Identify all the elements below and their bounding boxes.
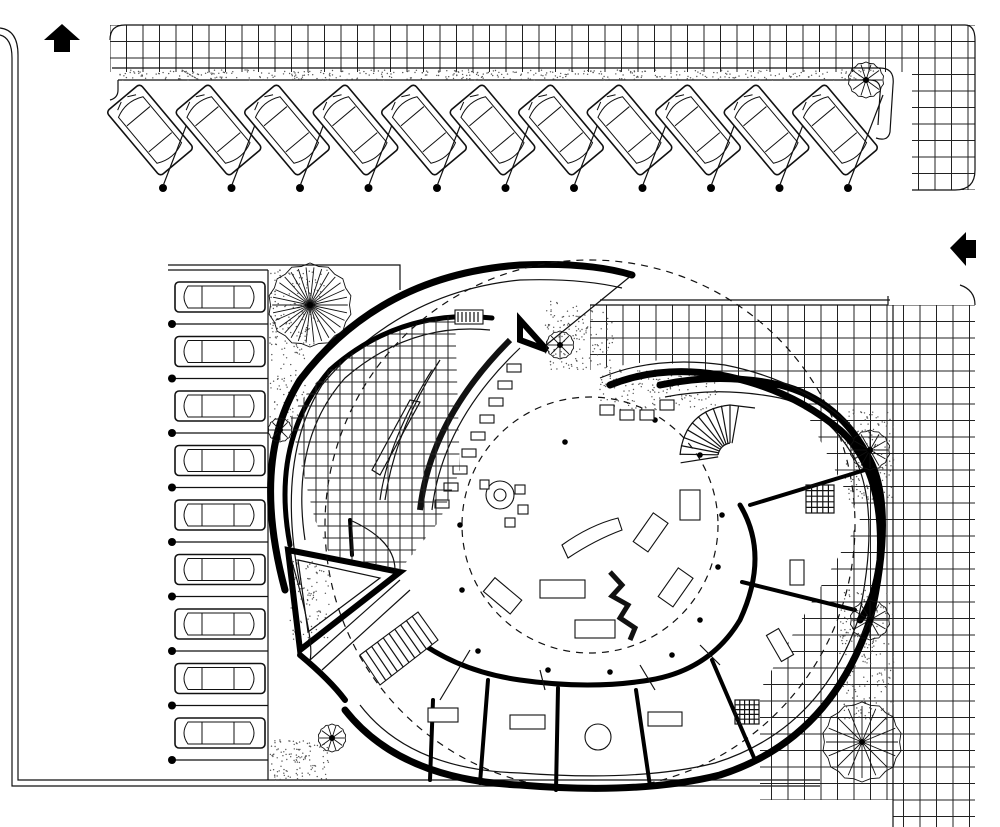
parking-bollard <box>168 592 176 601</box>
right-paving-edge <box>590 296 894 827</box>
parked-car-top <box>173 82 264 178</box>
parking-bollard <box>168 374 176 383</box>
column <box>459 587 465 593</box>
column <box>715 564 721 570</box>
east-entry-arrow <box>950 232 976 266</box>
parking-bollard <box>168 429 176 437</box>
tree <box>850 429 890 471</box>
parked-car-left <box>174 281 266 313</box>
vent-grid-lower <box>734 699 760 725</box>
parking-bollard <box>168 483 176 492</box>
tree <box>850 599 890 641</box>
parking-bollard <box>707 184 715 192</box>
column <box>607 669 613 675</box>
parked-car-top <box>653 82 743 178</box>
spiral-stair <box>679 404 756 464</box>
column <box>697 617 703 623</box>
parking-bollard <box>296 184 304 192</box>
parked-car-top <box>584 82 675 178</box>
parking-bollard <box>168 756 176 764</box>
tree <box>268 262 352 348</box>
parked-car-left <box>174 553 266 586</box>
parking-bollard <box>433 184 441 192</box>
parking-bollard <box>775 184 784 192</box>
outer-south-wall <box>341 375 886 792</box>
column <box>719 512 725 518</box>
upper-stair <box>434 309 522 509</box>
parking-bollard <box>168 320 176 328</box>
column <box>457 522 463 528</box>
column <box>562 439 568 445</box>
parking-bollard <box>501 184 510 192</box>
parked-car-left <box>174 608 266 640</box>
top-parking-row <box>105 82 884 192</box>
parking-bollard <box>168 538 176 546</box>
parked-car-top <box>447 82 538 178</box>
parking-bollard <box>168 647 176 655</box>
outer-west-wall <box>267 260 636 594</box>
tree <box>848 61 884 99</box>
parked-car-top <box>516 82 606 178</box>
office-partitions <box>428 468 867 792</box>
parking-bollard <box>570 184 578 192</box>
parked-car-left <box>174 390 266 422</box>
left-parking-curb <box>168 264 401 780</box>
building <box>267 259 886 792</box>
north-entry-arrow <box>44 24 80 52</box>
parked-car-left <box>174 335 266 368</box>
parked-car-top <box>721 82 812 178</box>
parking-bollard <box>227 184 236 192</box>
trees <box>267 61 902 783</box>
top-paving-edge <box>109 24 976 191</box>
parked-car-left <box>174 444 266 477</box>
parked-car-top <box>310 82 401 178</box>
parking-bollard <box>364 184 373 192</box>
parking-bollard <box>638 184 647 192</box>
parking-bollard <box>844 184 852 192</box>
parked-car-left <box>174 662 266 695</box>
column <box>475 648 481 654</box>
entry-wedge <box>284 546 408 656</box>
parked-car-top <box>379 82 469 178</box>
tree <box>545 330 575 360</box>
furniture <box>427 399 805 751</box>
tree <box>317 723 347 753</box>
north-canopy <box>606 368 884 624</box>
parked-car-top <box>242 82 332 178</box>
parked-car-left <box>174 717 266 749</box>
parked-car-left <box>174 499 266 531</box>
left-parking-row <box>168 281 268 764</box>
column <box>669 652 675 658</box>
column <box>545 667 551 673</box>
tree <box>822 701 902 783</box>
parked-car-top <box>105 82 195 178</box>
vent-grid-upper <box>805 484 835 514</box>
column <box>697 452 703 458</box>
lower-stair <box>359 611 439 686</box>
tree <box>267 417 293 443</box>
parking-bollard <box>159 184 167 192</box>
parking-bollard <box>168 701 176 710</box>
site-boundary <box>0 27 976 787</box>
